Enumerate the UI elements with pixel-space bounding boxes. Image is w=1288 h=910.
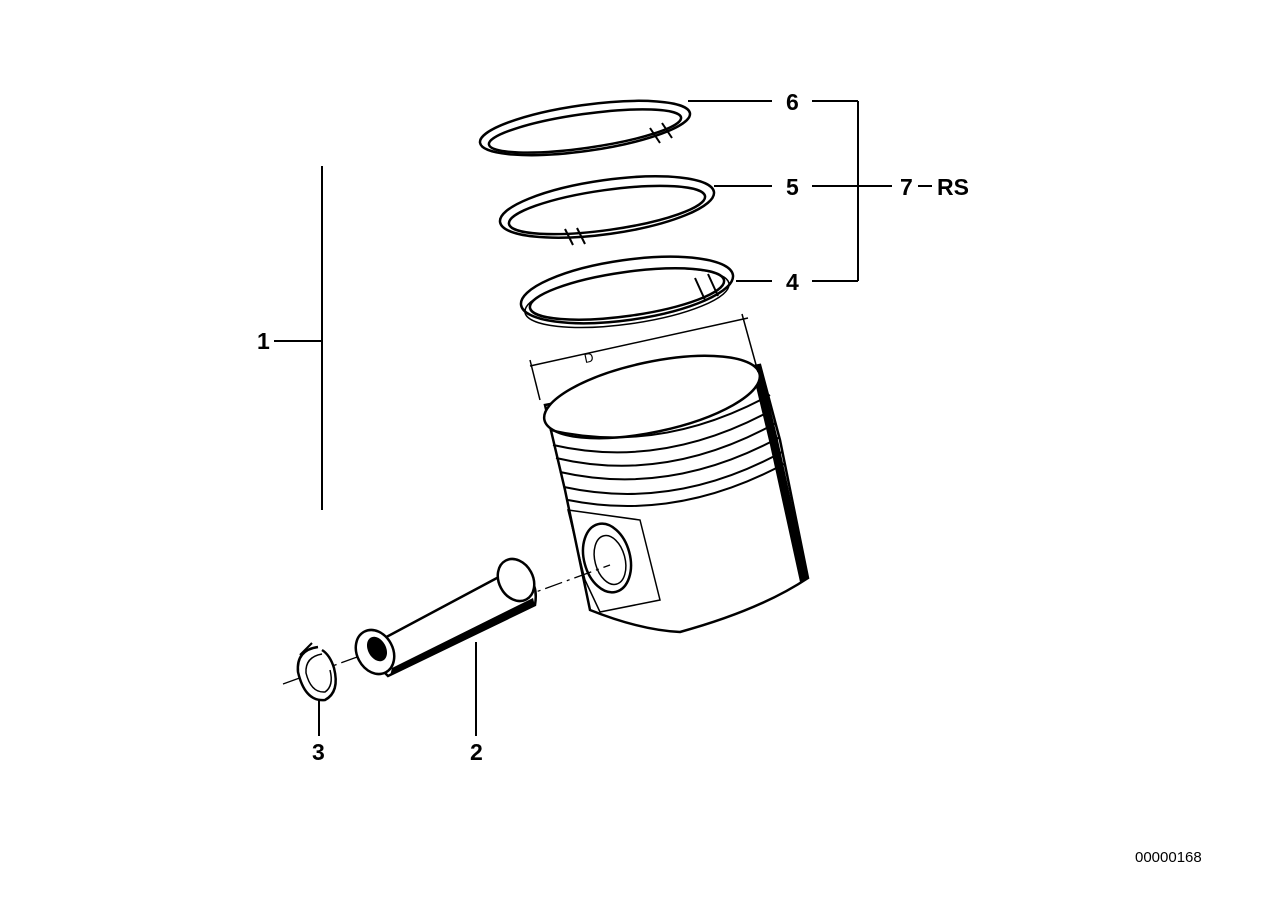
callout-7-suffix: RS <box>937 174 969 200</box>
callout-6: 6 <box>786 89 799 115</box>
callout-7: 7 <box>900 174 913 200</box>
leader-lines <box>274 100 932 736</box>
pin-axis-centerline <box>282 564 611 685</box>
document-id: 00000168 <box>1135 849 1202 866</box>
callout-2: 2 <box>470 739 483 765</box>
piston <box>542 354 810 634</box>
callout-1: 1 <box>257 328 270 354</box>
piston-ring-6 <box>478 99 692 157</box>
circlip <box>296 642 337 702</box>
piston-ring-4 <box>519 255 735 329</box>
diameter-label: D <box>583 349 595 366</box>
callout-4: 4 <box>786 269 799 295</box>
callout-5: 5 <box>786 174 799 200</box>
piston-pin <box>354 557 537 678</box>
callout-3: 3 <box>312 739 325 765</box>
diameter-dimension: D <box>529 313 759 401</box>
piston-ring-5 <box>498 175 716 246</box>
